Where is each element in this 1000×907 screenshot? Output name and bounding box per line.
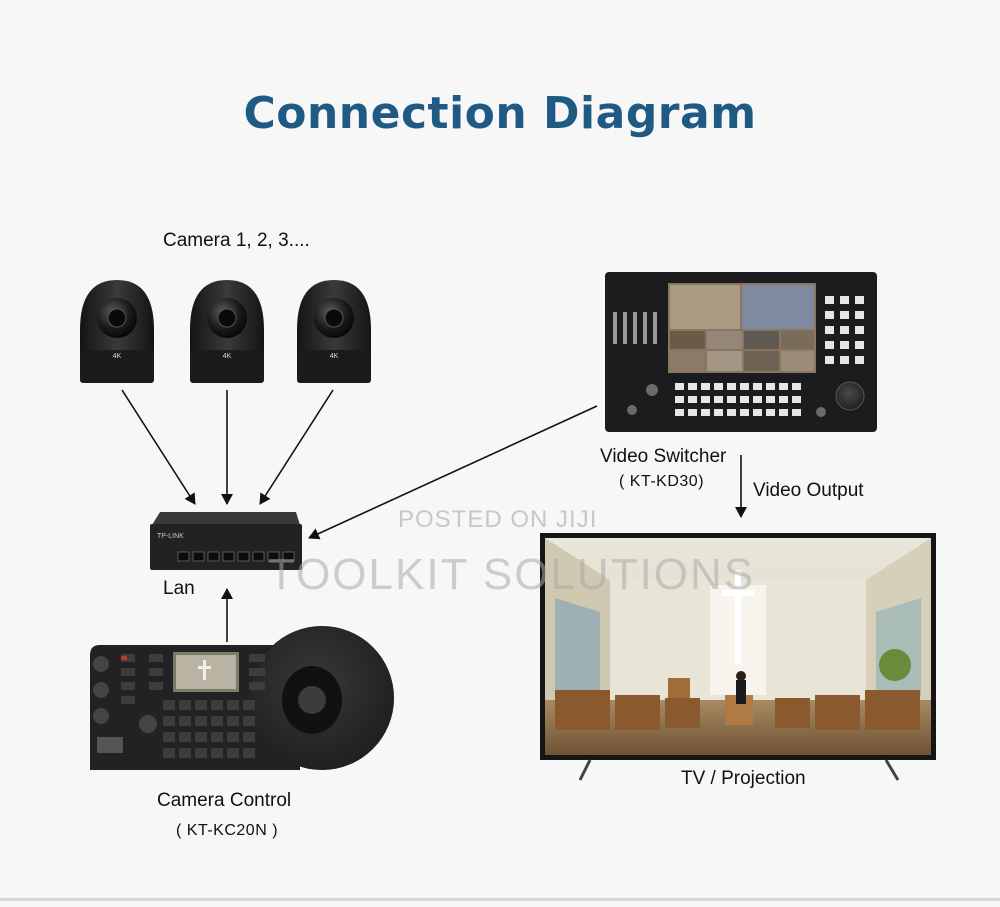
switch-brand: TP-LINK (157, 533, 184, 540)
controller-keys (121, 654, 265, 758)
video-switcher-model: ( KT-KD30) (619, 473, 705, 490)
camera-control-model: ( KT-KC20N ) (176, 822, 279, 839)
video-switcher-label: Video Switcher (600, 446, 727, 467)
camera-3: 4K (297, 280, 371, 383)
camera-2-badge: 4K (223, 353, 232, 360)
cameras-label: Camera 1, 2, 3.... (163, 230, 310, 251)
camera-control-label: Camera Control (157, 790, 292, 811)
switcher-faders (613, 312, 657, 344)
bottom-divider (0, 898, 1000, 901)
camera-3-badge: 4K (330, 353, 339, 360)
arrow-switcher-to-lan (308, 405, 598, 540)
camera-2: 4K (190, 280, 264, 383)
network-switch: TP-LINK (150, 512, 302, 570)
video-switcher (605, 272, 877, 432)
watermark-posted: POSTED ON JIJI (398, 506, 598, 533)
camera-1: 4K (80, 280, 154, 383)
watermark-company: TOOLKIT SOLUTIONS (268, 550, 756, 599)
camera-controller (90, 626, 394, 770)
switcher-keys (675, 296, 864, 416)
switch-ports (177, 551, 295, 562)
tv-screen (545, 538, 931, 755)
tv-label: TV / Projection (681, 768, 806, 789)
camera-1-badge: 4K (113, 353, 122, 360)
page-title: Connection Diagram (243, 88, 757, 139)
tv (540, 533, 936, 781)
lan-label: Lan (163, 578, 195, 599)
video-output-label: Video Output (753, 480, 864, 501)
arrow-camera3-to-lan (259, 389, 334, 505)
arrow-camera1-to-lan (121, 389, 196, 505)
